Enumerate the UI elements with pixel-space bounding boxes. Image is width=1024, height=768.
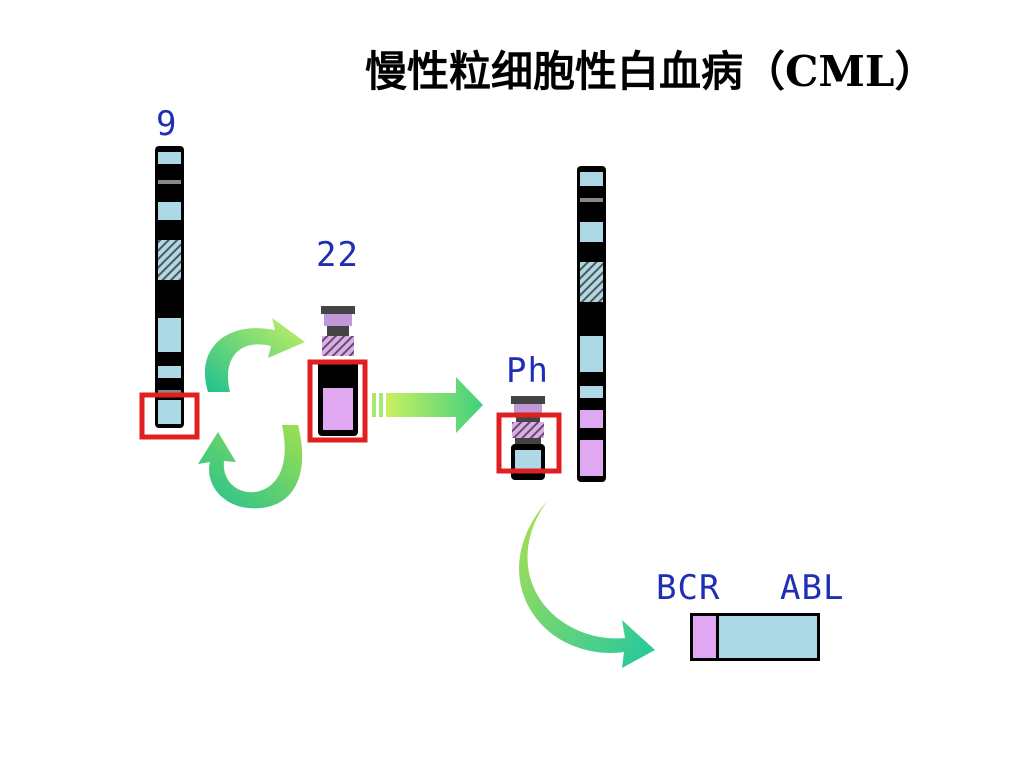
- fusion-arrow: [519, 500, 655, 668]
- page-title: 慢性粒细胞性白血病（CML）: [365, 47, 937, 96]
- bcr-abl-fusion-gene: [690, 613, 820, 661]
- philadelphia-chromosome: [511, 396, 545, 480]
- translocation-arrow: [372, 377, 483, 433]
- chromosome-22: [318, 306, 358, 436]
- abl-gene-label: ABL: [780, 568, 845, 608]
- exchange-arrow-bottom: [198, 425, 303, 509]
- chromosome-9: [155, 146, 184, 428]
- ph-fusion-box: [496, 412, 562, 474]
- derivative-chromosome-9: [577, 166, 606, 482]
- chr22-breakpoint-box: [307, 359, 368, 443]
- chromosome-22-label: 22: [316, 235, 359, 275]
- chr9-breakpoint-box: [139, 392, 200, 440]
- philadelphia-chromosome-label: Ph: [506, 351, 549, 391]
- chromosome-9-label: 9: [156, 104, 178, 144]
- exchange-arrow-top: [204, 318, 305, 392]
- bcr-gene-label: BCR: [656, 568, 721, 608]
